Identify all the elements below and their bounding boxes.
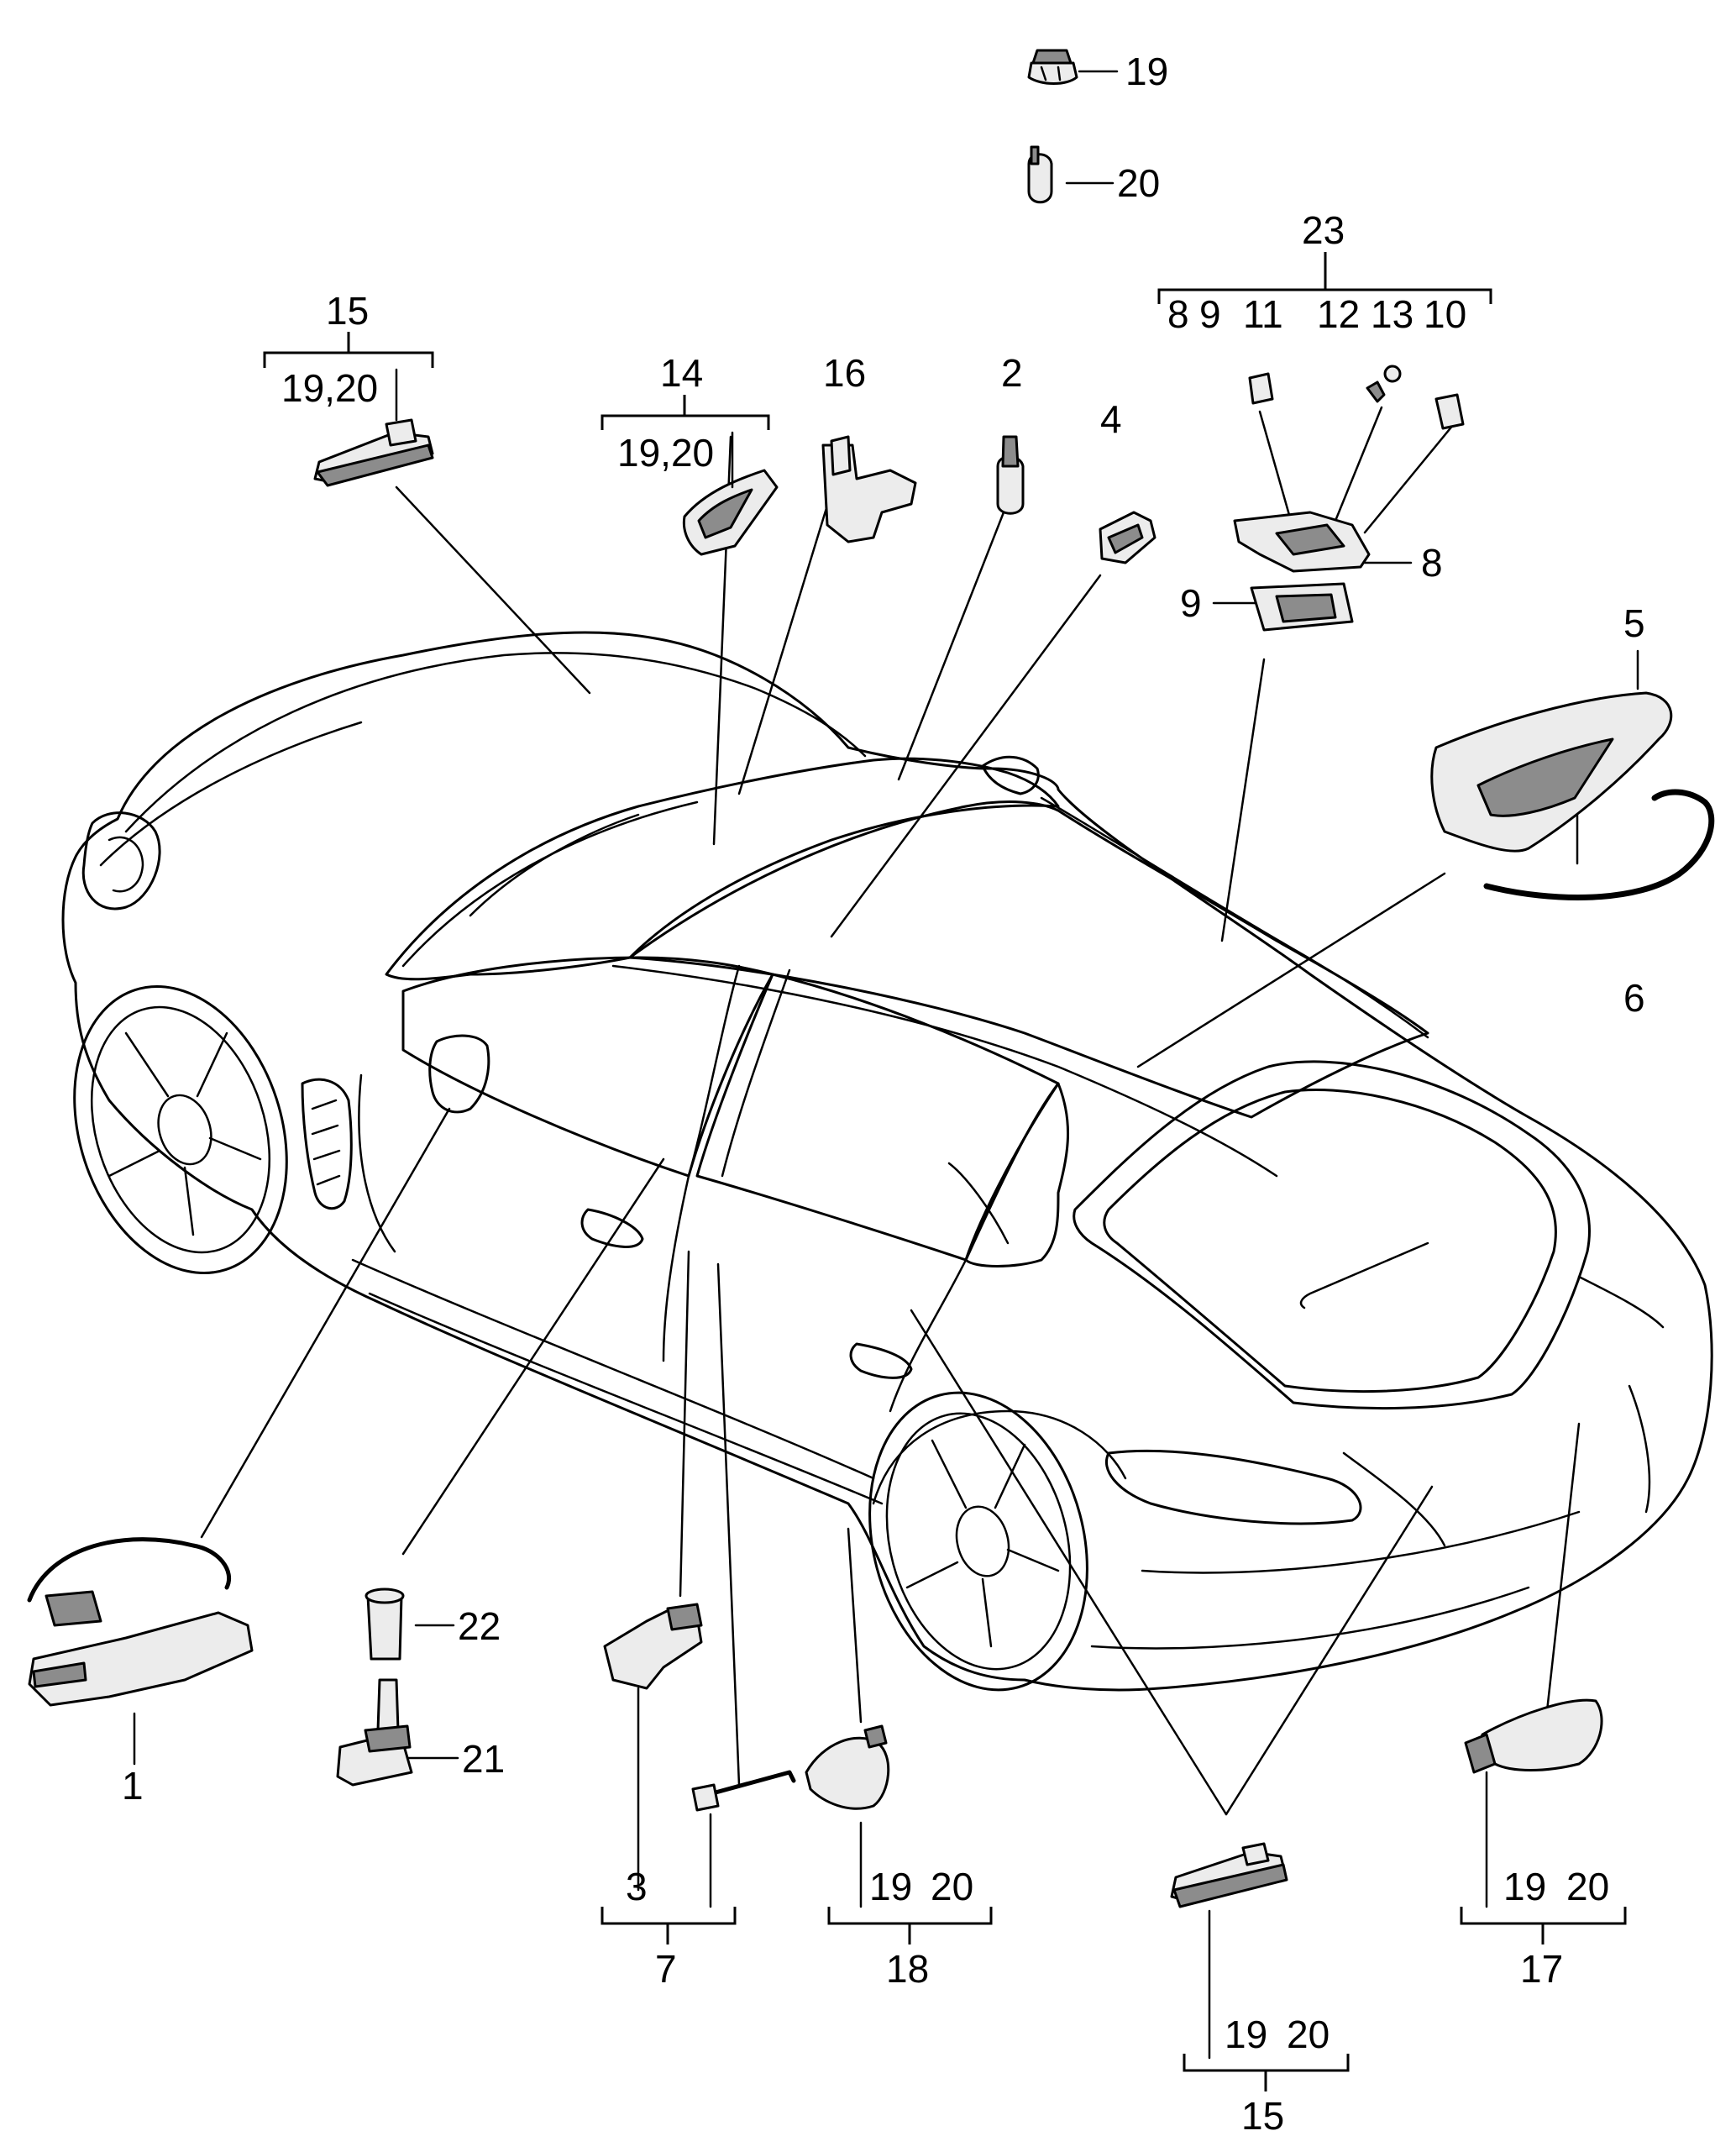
part-7-bracket [691, 1770, 796, 1812]
part-15-lamp-top [313, 418, 434, 487]
callout-20-top: 20 [1117, 161, 1160, 205]
callout-8-list: 8 [1167, 292, 1189, 336]
callout-11: 11 [1243, 292, 1283, 336]
callout-16: 16 [823, 351, 866, 395]
callout-labels: 19 20 23 8 9 11 12 13 10 8 9 5 6 15 19,2… [122, 50, 1645, 2136]
callout-10: 10 [1424, 292, 1466, 336]
callout-19-group15: 19 [1225, 2013, 1267, 2056]
part-19-bulb-holder [1027, 49, 1078, 85]
callout-9-list: 9 [1199, 292, 1221, 336]
part-17-lamp [1464, 1698, 1603, 1774]
callout-3: 3 [626, 1865, 648, 1908]
callout-18: 18 [886, 1947, 929, 1991]
part-15-lamp-bottom [1170, 1842, 1288, 1908]
part-18-lamp [805, 1724, 890, 1810]
callout-4: 4 [1100, 397, 1122, 441]
callout-22: 22 [458, 1604, 501, 1648]
part-4-switch [1099, 511, 1156, 564]
callout-2: 2 [1001, 351, 1023, 395]
callout-5: 5 [1623, 601, 1645, 645]
part-16-module [821, 435, 917, 543]
part-12-bulb [1366, 380, 1386, 403]
callout-15-bottom: 15 [1241, 2094, 1284, 2136]
part-11-bulb [1248, 372, 1274, 405]
callout-8: 8 [1421, 541, 1443, 585]
part-21-socket [336, 1678, 413, 1787]
part-5-roof-console [1430, 691, 1673, 853]
leader-lines [200, 70, 1639, 1816]
part-9-lens [1250, 582, 1354, 632]
callout-12: 12 [1317, 292, 1360, 336]
part-14-interior-lamp [682, 469, 779, 556]
part-20-bulb [1027, 145, 1053, 204]
part-1-door-lamp [27, 1537, 254, 1707]
callout-17: 17 [1520, 1947, 1563, 1991]
car-outline [61, 631, 1713, 1692]
callout-14: 14 [660, 351, 703, 395]
callout-19-top: 19 [1125, 50, 1168, 93]
part-6-seal [1483, 789, 1715, 901]
part-10-lens [1434, 393, 1465, 430]
callout-20-group17: 20 [1566, 1865, 1609, 1908]
callout-23: 23 [1302, 208, 1345, 252]
callout-21: 21 [462, 1737, 505, 1781]
callout-20-group18: 20 [931, 1865, 973, 1908]
part-22-bulb [365, 1588, 405, 1661]
part-2-bulb [996, 435, 1025, 515]
part-13-bulb [1383, 365, 1402, 383]
callout-20-group15: 20 [1287, 2013, 1330, 2056]
callout-15-top: 15 [326, 289, 369, 333]
callout-9: 9 [1180, 581, 1202, 625]
callout-19-20-a: 19,20 [281, 366, 378, 410]
callout-1: 1 [122, 1764, 144, 1808]
callout-7: 7 [655, 1947, 677, 1991]
callout-19-20-b: 19,20 [617, 431, 714, 475]
part-3-sensor [603, 1603, 703, 1690]
callout-19-group17: 19 [1503, 1865, 1546, 1908]
callout-13: 13 [1371, 292, 1413, 336]
callout-19-group18: 19 [869, 1865, 912, 1908]
callout-brackets [133, 252, 1627, 2091]
callout-6: 6 [1623, 976, 1645, 1020]
part-8-reading-lamp [1233, 511, 1371, 573]
